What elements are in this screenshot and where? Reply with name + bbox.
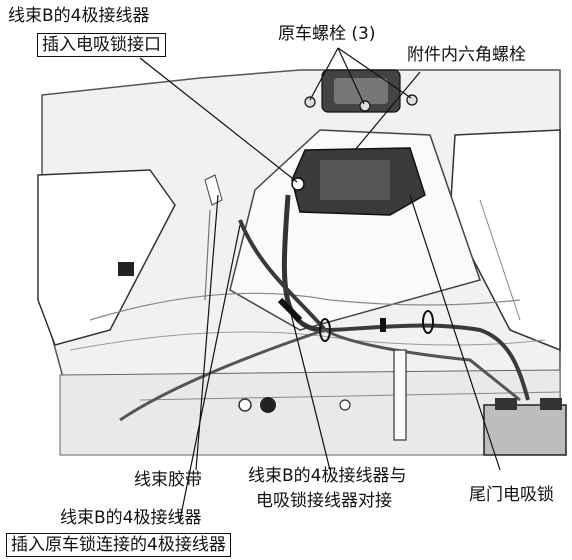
bolt-icon [304,96,316,108]
top-left-title: 线束B的4极接线器 [8,6,150,26]
tailgate-lock [483,404,567,456]
bottom-right-label: 尾门电吸锁 [469,485,554,505]
cable-tie [422,310,434,334]
bolt-icon [359,100,371,112]
cable-tie [319,318,331,342]
bottom-center-line2: 电吸锁接线器对接 [256,491,392,511]
top-center-label: 原车螺栓 (3) [278,24,376,44]
bottom-left-boxed-label: 插入原车锁连接的4极接线器 [6,533,231,557]
top-left-boxed-label: 插入电吸锁接口 [37,33,166,57]
bottom-left-title: 线束B的4极接线器 [60,508,202,528]
strap-label: 线束胶带 [134,470,202,490]
bottom-center-line1: 线束B的4极接线器与 [248,466,407,486]
top-right-label: 附件内六角螺栓 [407,45,526,65]
left-cutout [37,169,176,346]
